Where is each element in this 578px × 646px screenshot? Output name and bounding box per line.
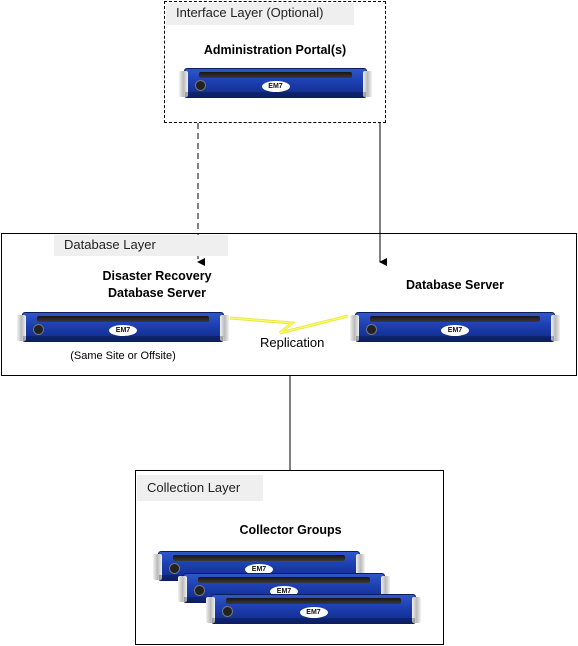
collector-server-3: EM7: [206, 594, 421, 624]
interface-layer-label: Interface Layer (Optional): [166, 3, 354, 25]
em7-logo-icon: EM7: [299, 607, 328, 618]
administration-portal-title: Administration Portal(s): [203, 43, 347, 57]
dr-database-server: EM7: [17, 312, 229, 342]
database-layer-label: Database Layer: [54, 235, 228, 256]
interface-layer-box: Interface Layer (Optional) Administratio…: [164, 1, 386, 123]
collector-groups-title: Collector Groups: [239, 523, 342, 537]
dr-database-server-title: Disaster Recovery Database Server: [102, 269, 212, 300]
em7-logo-icon: EM7: [270, 586, 298, 597]
dr-location-note: (Same Site or Offsite): [70, 350, 176, 362]
collection-layer-label: Collection Layer: [137, 475, 263, 501]
database-layer-box: Database Layer Disaster Recovery Databas…: [1, 233, 577, 376]
database-server: EM7: [350, 312, 560, 342]
em7-logo-icon: EM7: [109, 325, 137, 336]
em7-logo-icon: EM7: [261, 81, 290, 92]
em7-logo-icon: EM7: [245, 564, 273, 575]
database-server-title: Database Server: [406, 278, 504, 292]
em7-logo-icon: EM7: [441, 325, 469, 336]
administration-portal-server: EM7: [179, 68, 372, 98]
collection-layer-box: Collection Layer Collector Groups EM7 EM…: [135, 470, 444, 645]
replication-label: Replication: [260, 335, 325, 350]
